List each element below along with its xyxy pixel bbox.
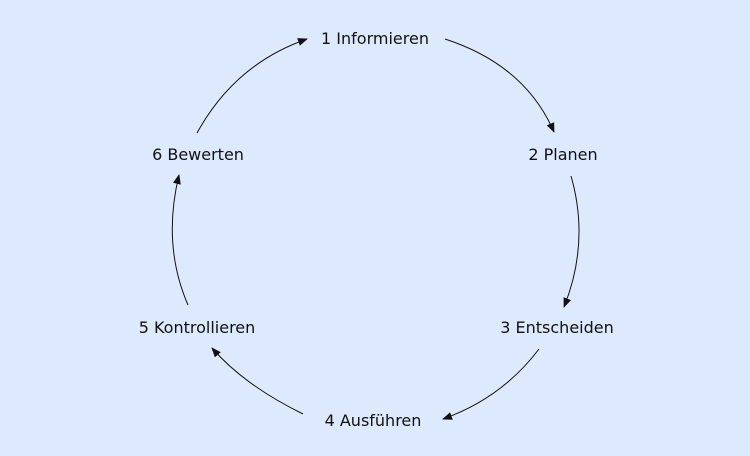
step-bewerten: 6 Bewerten [152,145,244,164]
step-planen: 2 Planen [528,145,598,164]
step-kontrollieren: 5 Kontrollieren [138,318,256,337]
step-entscheiden: 3 Entscheiden [500,318,614,337]
arrow-informieren-to-planen [444,38,555,133]
arrow-kontrollieren-to-bewerten [171,174,189,306]
step-informieren: 1 Informieren [321,29,429,48]
step-ausfuehren: 4 Ausführen [324,411,422,430]
arrow-planen-to-entscheiden [563,175,580,308]
arrow-entscheiden-to-ausfuehren [442,348,540,420]
arrow-ausfuehren-to-kontrollieren [211,347,304,415]
arrow-bewerten-to-informieren [196,38,308,134]
